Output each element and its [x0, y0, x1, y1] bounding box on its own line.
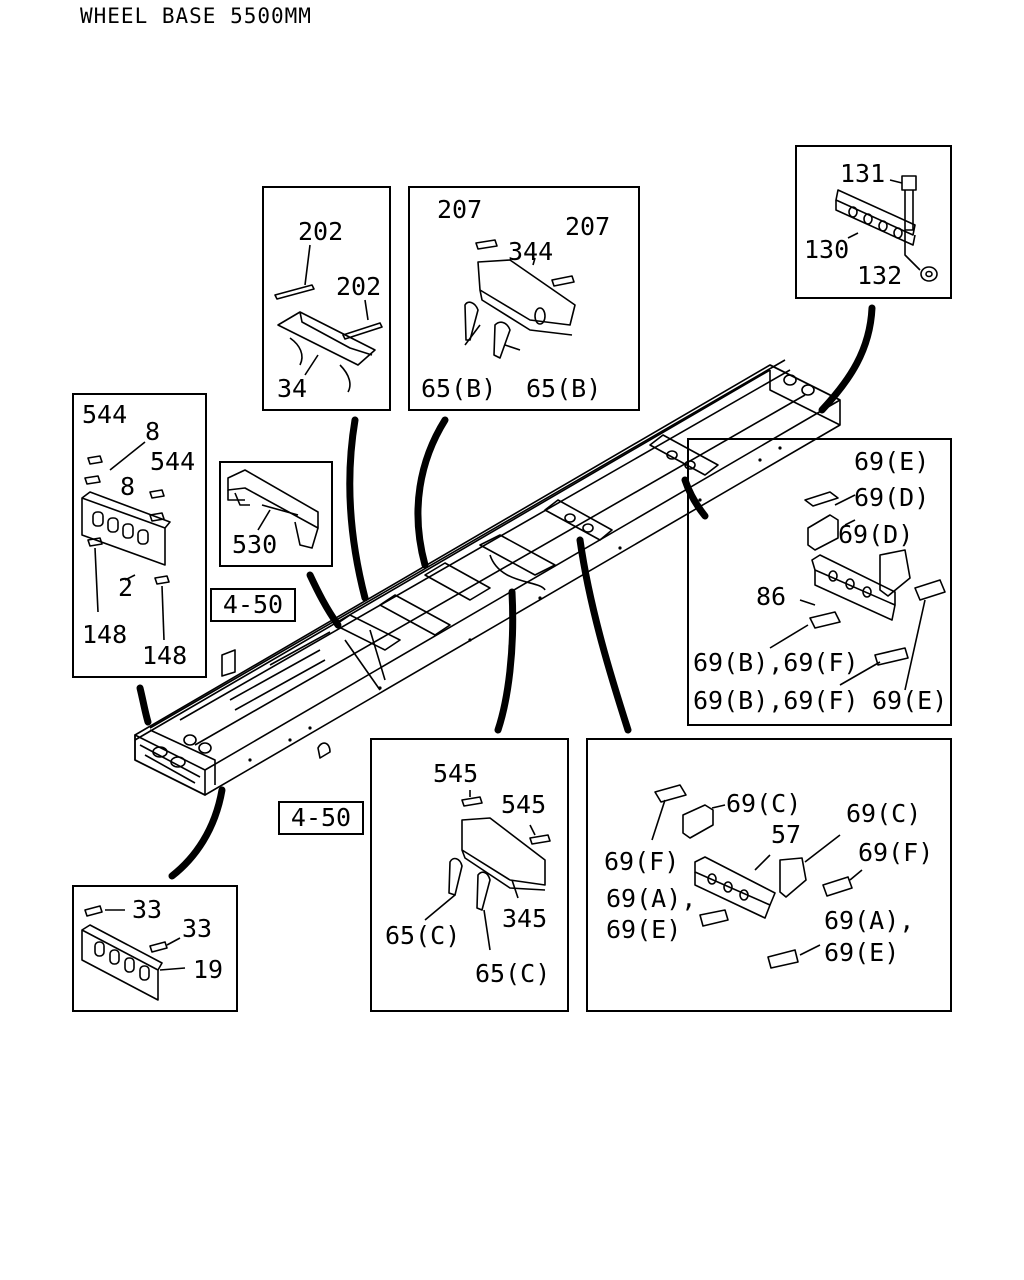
label-544a: 544 [82, 400, 127, 429]
panel-rear-crossmember [72, 393, 207, 678]
label-130: 130 [804, 235, 849, 264]
part-34-drawing [274, 244, 383, 393]
label-69bf-a: 69(B),69(F) [693, 648, 859, 677]
label-530: 530 [232, 530, 277, 559]
part-344-drawing [464, 239, 576, 359]
page-title: WHEEL BASE 5500MM [80, 4, 312, 28]
label-19: 19 [193, 955, 223, 984]
label-69e-c: 69(E) [606, 915, 681, 944]
label-65c-b: 65(C) [475, 959, 550, 988]
label-57: 57 [771, 820, 801, 849]
panel-crossmember-344 [408, 186, 640, 411]
panel-crossmember-57 [586, 738, 952, 1012]
part-labels: 202 202 34 207 207 344 65(B) 65(B) 131 1… [82, 159, 947, 988]
label-69d-b: 69(D) [838, 520, 913, 549]
label-148b: 148 [142, 641, 187, 670]
label-345: 345 [502, 904, 547, 933]
label-207a: 207 [437, 195, 482, 224]
part-86-drawing [769, 491, 946, 691]
label-69e-b: 69(E) [872, 686, 947, 715]
label-545b: 545 [501, 790, 546, 819]
label-65c-a: 65(C) [385, 921, 460, 950]
label-69e-a: 69(E) [854, 447, 929, 476]
label-131: 131 [840, 159, 885, 188]
label-545a: 545 [433, 759, 478, 788]
panel-crossmember-530 [219, 461, 333, 567]
ref-box-top[interactable]: 4-50 [210, 588, 296, 622]
chassis-frame [134, 359, 841, 796]
leader-curves [136, 304, 876, 880]
label-544b: 544 [150, 447, 195, 476]
label-86: 86 [756, 582, 786, 611]
label-33b: 33 [182, 914, 212, 943]
label-69f-a: 69(F) [604, 847, 679, 876]
label-148a: 148 [82, 620, 127, 649]
label-8b: 8 [120, 472, 135, 501]
label-8a: 8 [145, 417, 160, 446]
label-202a: 202 [298, 217, 343, 246]
part-57-drawing [651, 784, 863, 969]
part-bolt-drawing [835, 175, 938, 282]
label-69bf-b: 69(B),69(F) [693, 686, 859, 715]
label-69f-b: 69(F) [858, 838, 933, 867]
panel-crossmember-345 [370, 738, 569, 1012]
part-19-drawing [81, 905, 186, 1001]
ref-box-bottom[interactable]: 4-50 [278, 801, 364, 835]
label-33a: 33 [132, 895, 162, 924]
label-65b-a: 65(B) [421, 374, 496, 403]
panel-crossmember-34 [262, 186, 391, 411]
part-530-drawing [227, 469, 319, 549]
label-69d-a: 69(D) [854, 483, 929, 512]
label-65b-b: 65(B) [526, 374, 601, 403]
label-69e-d: 69(E) [824, 938, 899, 967]
label-132: 132 [857, 261, 902, 290]
label-202b: 202 [336, 272, 381, 301]
label-34: 34 [277, 374, 307, 403]
label-69a-b: 69(A), [824, 906, 914, 935]
label-2: 2 [118, 573, 133, 602]
part-2-drawing [81, 441, 171, 641]
label-69c-b: 69(C) [846, 799, 921, 828]
label-344: 344 [508, 237, 553, 266]
part-345-drawing [424, 790, 551, 951]
label-207b: 207 [565, 212, 610, 241]
label-69c-a: 69(C) [726, 789, 801, 818]
label-69a-a: 69(A), [606, 884, 696, 913]
